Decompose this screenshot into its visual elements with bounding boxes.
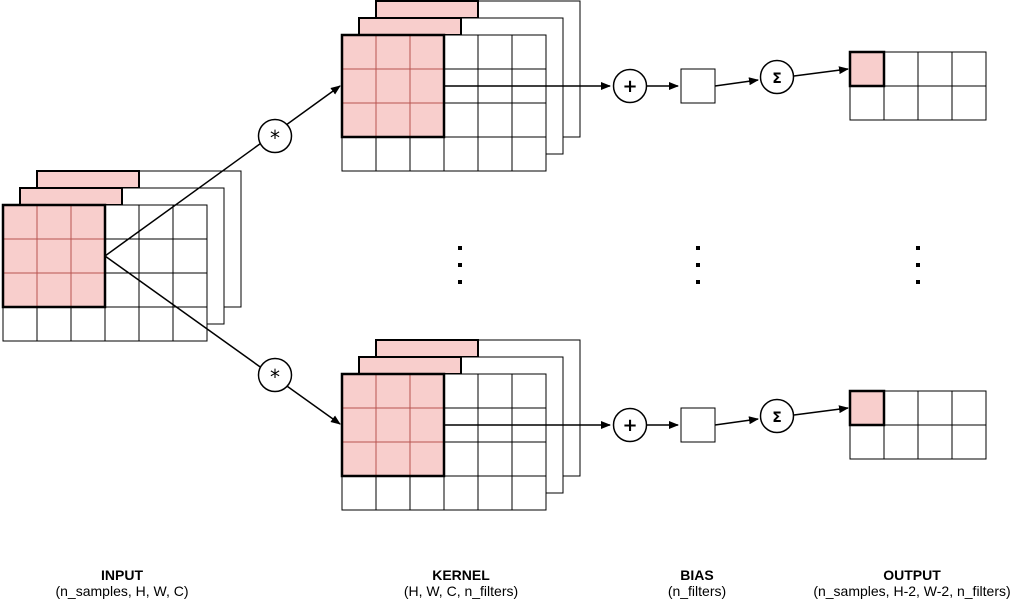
kernel-bottom-window: [342, 374, 444, 476]
ellipsis-output: [916, 246, 920, 284]
kernel-top-sheet-back-highlight: [375, 0, 479, 19]
sum-symbol-bottom: Σ: [772, 410, 782, 426]
kernel-top-sheet-middle-highlight: [358, 17, 462, 36]
kernel-bottom-sheet-middle-highlight: [358, 356, 462, 375]
kernel-stack-top: [340, 0, 581, 172]
input-label: INPUT (n_samples, H, W, C): [22, 567, 222, 599]
bias-label: BIAS (n_filters): [637, 567, 757, 599]
bias-label-title: BIAS: [680, 567, 714, 583]
add-op-top: +: [612, 68, 648, 104]
pipeline-bottom: + Σ: [444, 389, 987, 460]
sum-symbol-top: Σ: [772, 71, 782, 87]
output-label: OUTPUT (n_samples, H-2, W-2, n_filters): [794, 567, 1030, 599]
input-front-grid: [1, 203, 208, 342]
bias-label-shape: (n_filters): [667, 583, 727, 599]
kernel-top-window: [342, 35, 444, 137]
output-cell-top: [850, 52, 884, 86]
kernel-stack-bottom: [340, 339, 581, 511]
input-label-title: INPUT: [101, 567, 143, 583]
pipeline-top: + Σ: [444, 50, 987, 121]
kernel-bottom-sheet-back-highlight: [375, 339, 479, 358]
sum-op-top: Σ: [759, 59, 795, 95]
add-symbol-top: +: [622, 76, 637, 97]
convolution-arrows: [104, 85, 341, 425]
bias-cell-bottom: [680, 407, 716, 443]
arrow-input-to-kernel-bottom: [104, 255, 341, 425]
add-symbol-bottom: +: [622, 415, 637, 436]
kernel-label-shape: (H, W, C, n_filters): [403, 583, 519, 599]
output-grid-top: [848, 50, 987, 121]
sum-op-bottom: Σ: [759, 398, 795, 434]
convolve-op-top: *: [257, 118, 293, 154]
output-label-shape: (n_samples, H-2, W-2, n_filters): [813, 583, 1011, 599]
add-op-bottom: +: [612, 407, 648, 443]
convolve-op-bottom: *: [257, 357, 293, 393]
kernel-bottom-front-grid: [340, 372, 547, 511]
kernel-label-title: KERNEL: [432, 567, 490, 583]
convolve-symbol-bottom: *: [270, 365, 280, 389]
input-receptive-field: [3, 205, 105, 307]
output-label-title: OUTPUT: [883, 567, 941, 583]
ellipsis-bias: [696, 246, 700, 284]
input-sheet-middle-highlight: [19, 187, 123, 206]
input-label-shape: (n_samples, H, W, C): [55, 583, 189, 599]
bias-cell-top: [680, 68, 716, 104]
ellipsis-kernel: [458, 246, 462, 284]
input-sheet-back-highlight: [36, 170, 140, 189]
kernel-top-front-grid: [340, 33, 547, 172]
kernel-label: KERNEL (H, W, C, n_filters): [361, 567, 561, 599]
output-grid-bottom: [848, 389, 987, 460]
output-cell-bottom: [850, 391, 884, 425]
arrow-input-to-kernel-top: [104, 85, 341, 257]
convolve-symbol-top: *: [270, 126, 280, 150]
input-tensor-stack: [1, 170, 242, 342]
